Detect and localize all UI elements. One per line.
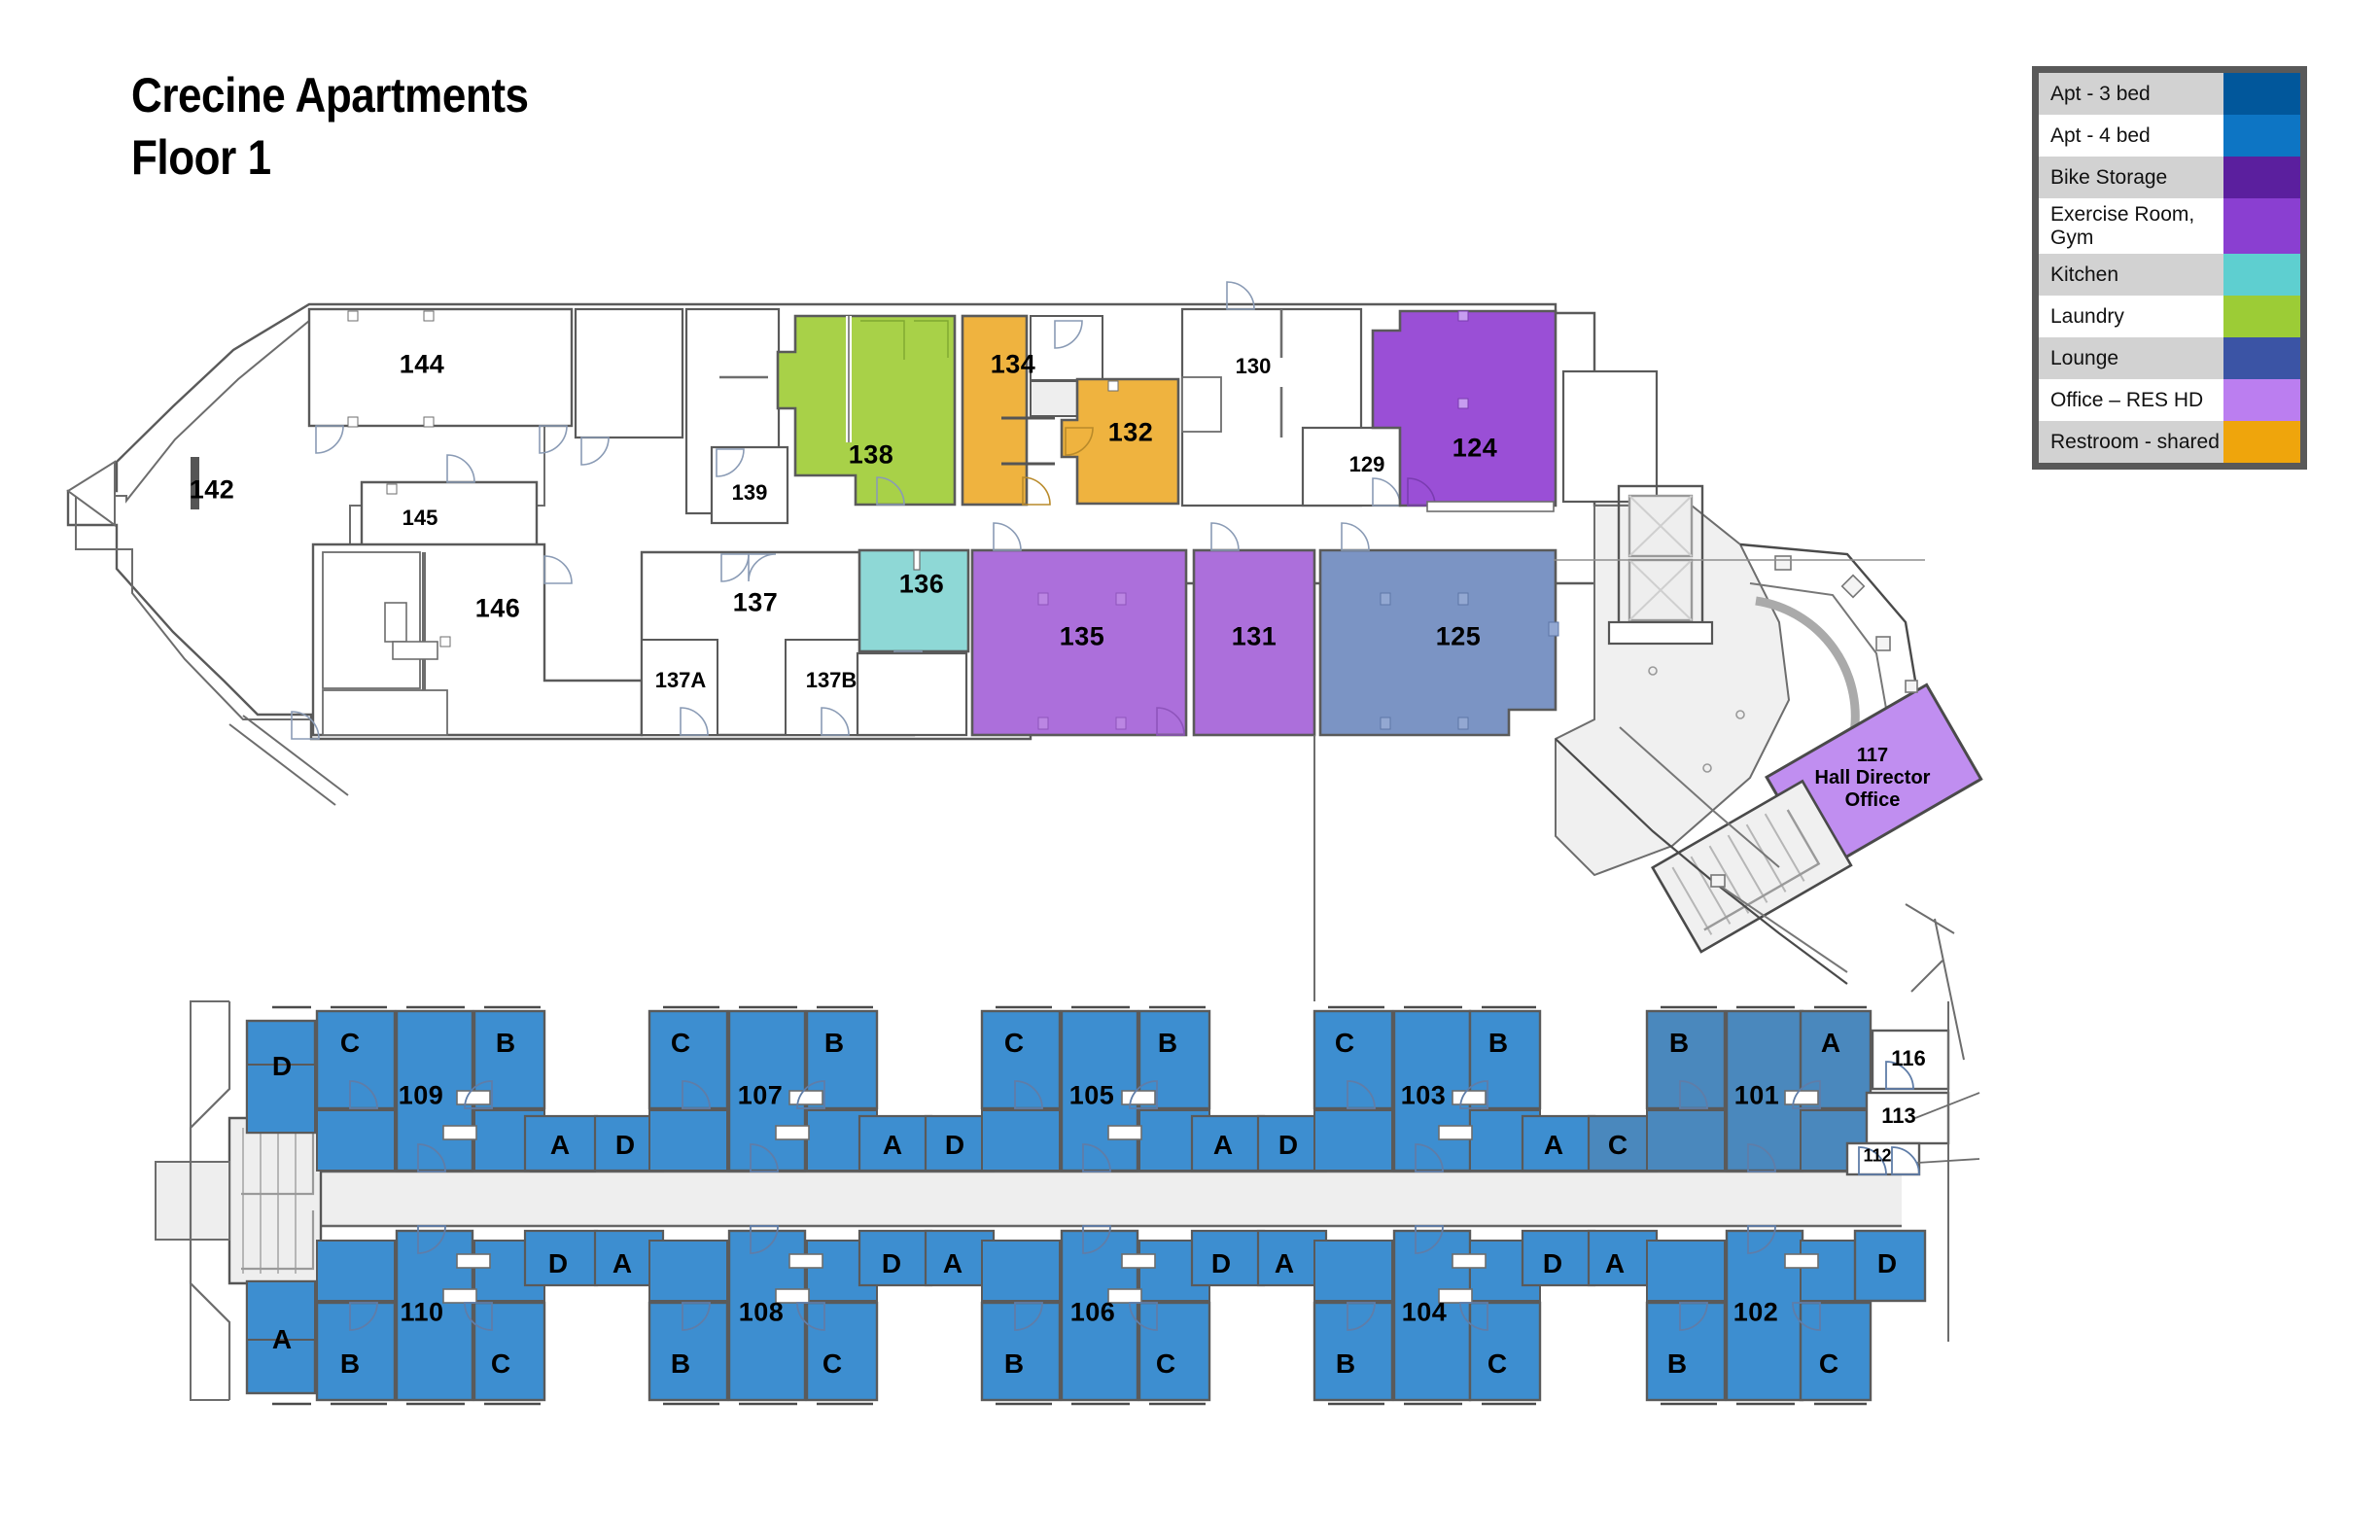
legend-label: Bike Storage	[2050, 165, 2168, 189]
door-arcs	[349, 1061, 1920, 1331]
legend-item-restroom-shared: Restroom - shared	[2039, 421, 2300, 464]
unit-101	[1645, 1009, 1872, 1172]
unit-102	[1645, 1229, 1927, 1402]
legend-item-office-res-hd: Office – RES HD	[2039, 379, 2300, 422]
legend-label: Laundry	[2050, 304, 2124, 328]
unit-105	[980, 1009, 1328, 1172]
bedroom-104-D	[1521, 1229, 1596, 1287]
bedroom-107-C	[648, 1009, 729, 1110]
room-137A	[641, 639, 718, 736]
bedroom-107-A	[858, 1114, 933, 1172]
legend-swatch	[2223, 254, 2300, 297]
unit-108	[648, 1229, 996, 1402]
west-vestibule	[155, 1161, 230, 1241]
bedroom-108-C	[805, 1301, 879, 1402]
room-144	[307, 307, 574, 428]
legend-item-laundry: Laundry	[2039, 296, 2300, 338]
legend-label: Lounge	[2050, 346, 2119, 369]
bedroom-110-C	[472, 1301, 546, 1402]
bedroom-106-C	[1138, 1301, 1211, 1402]
bedroom-108-D	[858, 1229, 933, 1287]
room-132-restroom	[1060, 377, 1180, 506]
bedroom-109-A	[523, 1114, 599, 1172]
legend-item-lounge: Lounge	[2039, 337, 2300, 380]
bedroom-109-C	[315, 1009, 397, 1110]
legend-item-apt-3-bed: Apt - 3 bed	[2039, 73, 2300, 115]
legend-label: Exercise Room, Gym	[2050, 203, 2195, 249]
bedroom-104-A	[1587, 1229, 1659, 1287]
lower-corridor	[229, 1172, 1902, 1226]
legend-swatch	[2223, 115, 2300, 157]
room-134-restroom	[961, 314, 1029, 507]
bedroom-102-D	[1853, 1229, 1927, 1303]
legend-swatch	[2223, 198, 2300, 255]
room-131-gym	[1192, 548, 1316, 737]
unit-107	[648, 1009, 996, 1172]
bedroom-103-C	[1312, 1009, 1394, 1110]
facade-windows	[272, 1005, 1867, 1406]
legend-item-bike-storage: Bike Storage	[2039, 157, 2300, 198]
legend-swatch	[2223, 379, 2300, 422]
bedroom-110-B	[315, 1301, 397, 1402]
room-129	[1301, 426, 1402, 508]
room-unlabeled-a	[574, 307, 684, 439]
page-title: Crecine Apartments Floor 1	[131, 64, 582, 189]
bedroom-104-B	[1312, 1301, 1394, 1402]
upper-wing	[66, 281, 1983, 1061]
bedroom-104-C	[1468, 1301, 1542, 1402]
room-137B	[785, 639, 862, 736]
legend-swatch	[2223, 157, 2300, 198]
legend-swatch	[2223, 337, 2300, 380]
legend-swatch	[2223, 421, 2300, 464]
bedroom-101-C	[1587, 1114, 1659, 1172]
room-116	[1871, 1029, 1950, 1091]
legend-label: Apt - 4 bed	[2050, 123, 2151, 147]
unit-109	[245, 1009, 665, 1172]
bedroom-101-B	[1645, 1009, 1727, 1110]
unit-104	[1312, 1229, 1659, 1402]
legend-item-exercise-room-gym: Exercise Room, Gym	[2039, 198, 2300, 255]
room-142-shape	[75, 320, 545, 720]
bedroom-105-A	[1190, 1114, 1266, 1172]
bedroom-106-D	[1190, 1229, 1266, 1287]
apartment-wing	[155, 960, 1980, 1406]
legend-label: Restroom - shared	[2050, 430, 2220, 453]
bedroom-102-B	[1645, 1301, 1727, 1402]
unit-110	[245, 1229, 665, 1402]
lobby-area	[1555, 505, 1791, 877]
legend-swatch	[2223, 73, 2300, 115]
legend-swatch	[2223, 296, 2300, 338]
page-title-line-1: Crecine Apartments	[131, 68, 529, 122]
bedroom-109-B	[472, 1009, 546, 1110]
page-title-line-2: Floor 1	[131, 130, 271, 185]
legend-label: Office – RES HD	[2050, 388, 2204, 411]
bedroom-110-D	[523, 1229, 599, 1287]
legend-label: Kitchen	[2050, 262, 2119, 286]
bedroom-103-A	[1521, 1114, 1596, 1172]
room-139	[710, 445, 789, 525]
room-135-gym	[970, 548, 1188, 737]
bedroom-108-B	[648, 1301, 729, 1402]
legend-label: Apt - 3 bed	[2050, 82, 2151, 105]
bedroom-105-C	[980, 1009, 1062, 1110]
room-138-laundry	[776, 314, 957, 507]
bedroom-106-B	[980, 1301, 1062, 1402]
room-113	[1865, 1091, 1950, 1145]
legend-item-kitchen: Kitchen	[2039, 254, 2300, 297]
room-125-lounge	[1318, 548, 1558, 737]
bedroom-102-C	[1799, 1301, 1872, 1402]
unit-103	[1312, 1009, 1659, 1172]
window-142	[191, 457, 199, 509]
legend: Apt - 3 bed Apt - 4 bed Bike Storage Exe…	[2032, 66, 2307, 471]
legend-item-apt-4-bed: Apt - 4 bed	[2039, 115, 2300, 157]
